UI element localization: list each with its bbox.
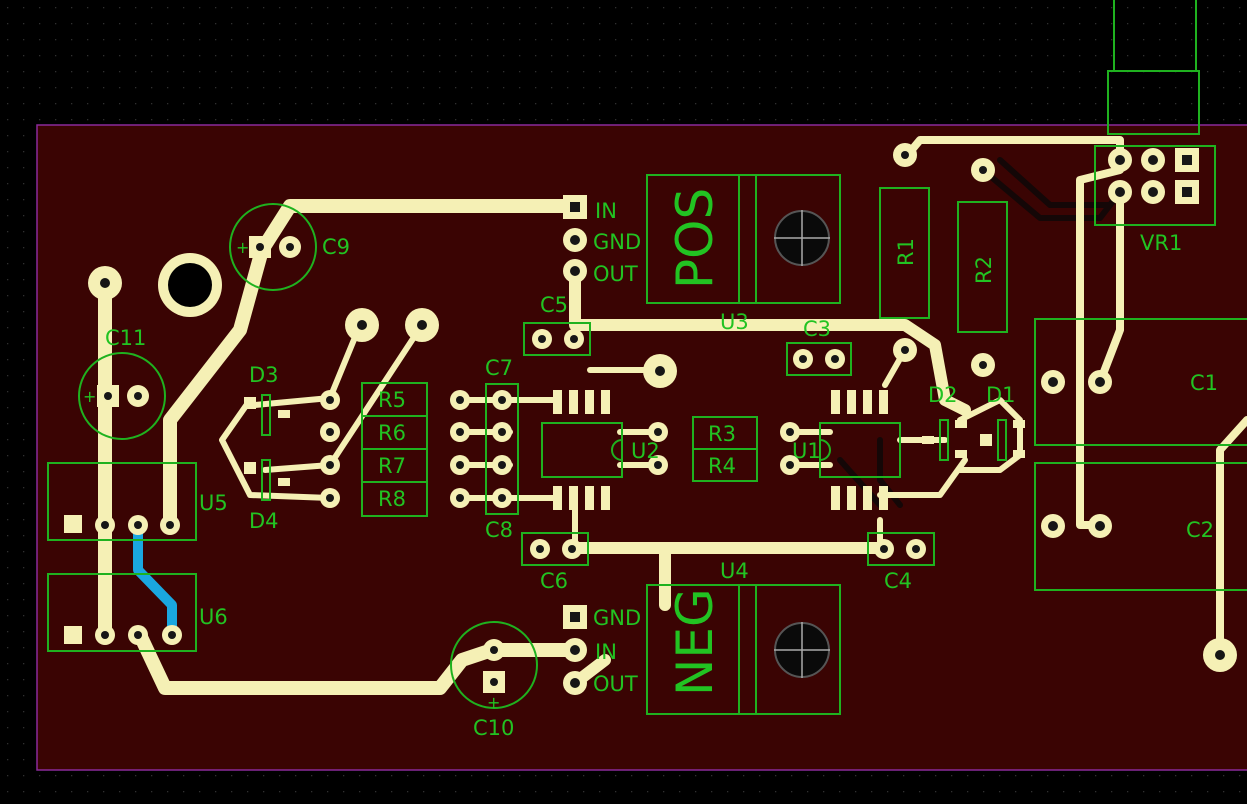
u3-in-label: IN — [595, 199, 617, 223]
d3-label: D3 — [249, 363, 279, 387]
vr1-shaft — [1107, 0, 1200, 135]
u6-regulator — [47, 573, 197, 652]
u3-pos-regulator — [646, 174, 841, 304]
c9-capacitor — [229, 203, 317, 291]
d2-diode — [922, 419, 967, 461]
c3-label: C3 — [803, 317, 831, 341]
d4-label: D4 — [249, 509, 279, 533]
c2-label: C2 — [1186, 518, 1214, 542]
u5-label: U5 — [199, 491, 228, 515]
bottom-layer-trace — [133, 520, 177, 640]
u4-gnd-label: GND — [593, 606, 641, 630]
r2-label: R2 — [972, 256, 996, 284]
copper-traces — [98, 136, 1247, 695]
r2-resistor — [957, 201, 1008, 333]
c8-label: C8 — [485, 518, 513, 542]
d2-label: D2 — [928, 383, 958, 407]
c4-label: C4 — [884, 569, 912, 593]
u3-out-label: OUT — [593, 262, 638, 286]
u3-pins — [563, 195, 587, 283]
u4-label: U4 — [720, 559, 749, 583]
c5-label: C5 — [540, 293, 568, 317]
u4-pins — [563, 605, 587, 695]
u3-gnd-label: GND — [593, 230, 641, 254]
u4-neg-text: NEG — [666, 588, 724, 696]
u1-ic — [780, 390, 901, 510]
r3-label: R3 — [708, 422, 736, 446]
c6-capacitor — [521, 532, 589, 566]
u3-label: U3 — [720, 310, 749, 334]
c9-label: C9 — [322, 235, 350, 259]
r6-label: R6 — [378, 421, 406, 445]
c7-c8-capacitors — [450, 383, 519, 515]
r7-label: R7 — [378, 454, 406, 478]
u2-ic — [541, 390, 668, 510]
c1-capacitor — [1034, 318, 1247, 446]
u4-in-label: IN — [595, 640, 617, 664]
r1-label: R1 — [894, 238, 918, 266]
u6-label: U6 — [199, 605, 228, 629]
c1-label: C1 — [1190, 371, 1218, 395]
c11-capacitor — [78, 352, 166, 440]
c9-plus-marker: + — [236, 238, 249, 257]
u4-out-label: OUT — [593, 672, 638, 696]
c5-capacitor — [523, 322, 591, 356]
c11-label: C11 — [105, 326, 146, 350]
u2-label: U2 — [631, 439, 660, 463]
r5-label: R5 — [378, 388, 406, 412]
c11-plus-marker: + — [83, 387, 96, 406]
d3-diode — [244, 394, 290, 436]
c7-label: C7 — [485, 356, 513, 380]
c10-plus-marker: + — [487, 693, 500, 712]
vr1-label: VR1 — [1140, 231, 1182, 255]
c2-capacitor — [1034, 462, 1247, 591]
board-outline — [36, 124, 1247, 771]
c6-label: C6 — [540, 569, 568, 593]
r1-resistor — [879, 187, 930, 319]
r5-r8-resistors — [320, 382, 428, 517]
u3-pos-text: POS — [666, 188, 724, 289]
r8-label: R8 — [378, 487, 406, 511]
u1-label: U1 — [792, 439, 821, 463]
u4-neg-regulator — [646, 584, 841, 715]
u5-regulator — [47, 462, 197, 541]
vr1-potentiometer — [1094, 145, 1216, 226]
c4-capacitor — [867, 532, 935, 566]
d4-diode — [244, 459, 290, 501]
c3-capacitor — [786, 342, 852, 376]
r3-r4-resistors — [692, 416, 758, 482]
c10-capacitor — [450, 621, 538, 709]
d1-label: D1 — [986, 383, 1016, 407]
d1-diode — [980, 419, 1025, 461]
through-hole-pads — [88, 143, 1237, 672]
r4-label: R4 — [708, 454, 736, 478]
c10-label: C10 — [473, 716, 514, 740]
